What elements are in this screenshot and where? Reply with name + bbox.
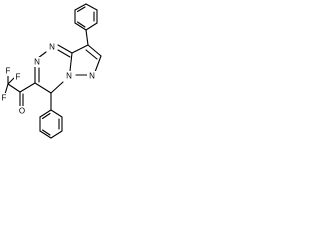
atom-label-o-carbonyl: O (19, 107, 25, 116)
atom-label-f-3: F (16, 73, 21, 82)
top-phenyl-ring (74, 3, 98, 31)
atom-labels: N N N N O F F F (0, 42, 96, 116)
atom-label-n-bridge: N (66, 72, 72, 81)
atom-label-f-1: F (6, 67, 11, 76)
atom-label-n-pyrazole: N (89, 72, 95, 81)
trifluoroacetyl-group (4, 73, 36, 109)
atom-label-n-triazine-left: N (34, 58, 40, 67)
atom-label-n-triazine-top: N (49, 43, 55, 52)
molecule-structure-drawing: N N N N O F F F (0, 3, 102, 139)
pyrazole-ring (69, 29, 102, 76)
bottom-phenyl-ring (39, 92, 63, 139)
triazine-ring (34, 44, 73, 94)
atom-label-f-2: F (2, 94, 7, 103)
